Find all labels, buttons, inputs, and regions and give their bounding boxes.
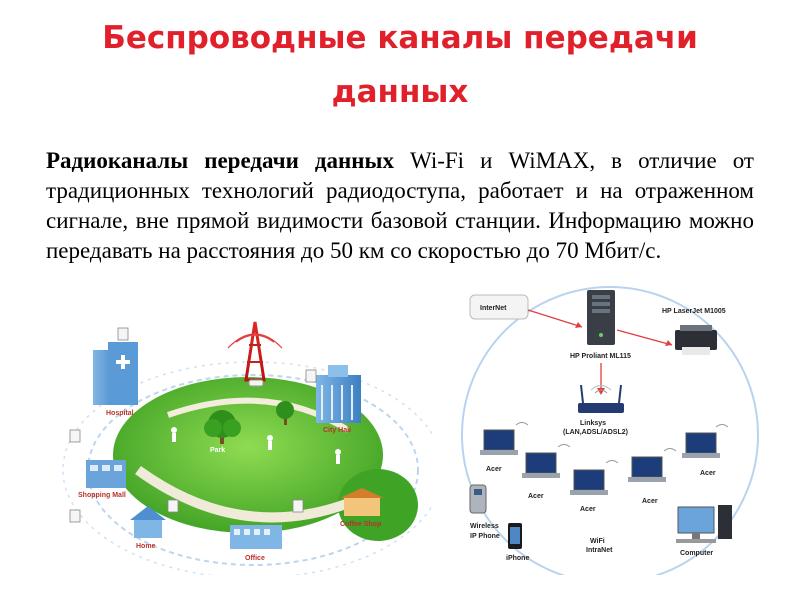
wifi-wave-icon xyxy=(515,422,729,464)
laptop-icon xyxy=(682,432,720,458)
tree-icon xyxy=(204,410,241,444)
wifi-coverage-ring xyxy=(461,286,759,575)
server-tower-icon xyxy=(587,290,615,345)
slide-title-line1: Беспроводные каналы передачи xyxy=(102,20,698,56)
access-point-icon xyxy=(69,327,317,523)
laptop-icon xyxy=(628,456,666,482)
radio-tower-icon xyxy=(227,321,283,387)
wifi-network-diagram: InterNet HP Proliant ML115 HP LaserJet M… xyxy=(461,286,759,575)
slide-title-line2: данных xyxy=(331,74,469,110)
label-park: Park xyxy=(210,447,225,454)
label-acer: Acer xyxy=(486,466,502,473)
road xyxy=(135,465,371,523)
printer-icon xyxy=(675,325,717,355)
home-building-icon xyxy=(130,506,166,538)
router-icon xyxy=(578,384,624,413)
laptop-icon xyxy=(522,452,560,478)
label-acer: Acer xyxy=(642,498,658,505)
label-iphone: iPhone xyxy=(506,555,529,562)
people-icon xyxy=(171,427,341,464)
label-office: Office xyxy=(245,555,265,562)
body-bold-text: Радиоканалы передачи данных xyxy=(46,148,394,173)
label-coffee-shop: Coffee Shop xyxy=(340,521,381,528)
label-wifi-line2: IntraNet xyxy=(586,547,613,554)
label-hospital: Hospital xyxy=(106,410,134,417)
label-shopping-mall: Shopping Mall xyxy=(78,492,126,499)
laptop-icon xyxy=(480,429,518,455)
body-paragraph: Радиоканалы передачи данных Wi-Fi и WiMA… xyxy=(46,146,754,266)
wireless-city-illustration: Hospital City Hall Park Shopping Mall Ho… xyxy=(62,321,433,575)
label-internet: InterNet xyxy=(480,305,507,312)
shopping-mall-building-icon xyxy=(86,460,126,488)
label-router-line2: (LAN,ADSL/ADSL2) xyxy=(563,429,628,436)
label-city-hall: City Hall xyxy=(323,427,351,434)
wireless-phone-icon xyxy=(469,484,487,514)
connection-arrow xyxy=(527,309,583,328)
hospital-building-icon xyxy=(93,342,138,405)
label-printer: HP LaserJet M1005 xyxy=(662,308,726,315)
internet-cloud-icon: InterNet xyxy=(469,294,529,320)
office-building-icon xyxy=(230,525,282,549)
coffee-shop-building-icon xyxy=(340,488,384,516)
label-wifi-line1: WiFi xyxy=(590,538,605,545)
label-server: HP Proliant ML115 xyxy=(570,353,631,360)
city-hall-building-icon xyxy=(316,365,361,423)
body-text: Wi-Fi и WiMAX, в отличие от традиционных… xyxy=(46,148,754,263)
label-acer: Acer xyxy=(580,506,596,513)
label-computer: Computer xyxy=(680,550,713,557)
desktop-computer-icon xyxy=(676,505,732,543)
label-home: Home xyxy=(136,543,156,550)
label-acer: Acer xyxy=(700,470,716,477)
label-wireless-line2: IP Phone xyxy=(470,533,500,540)
label-wireless-line1: Wireless xyxy=(470,523,499,530)
tree-icon xyxy=(276,401,294,425)
laptop-icon xyxy=(570,469,608,495)
label-acer: Acer xyxy=(528,493,544,500)
iphone-icon xyxy=(508,523,522,549)
connection-arrow xyxy=(616,329,673,346)
label-router-line1: Linksys xyxy=(580,420,606,427)
